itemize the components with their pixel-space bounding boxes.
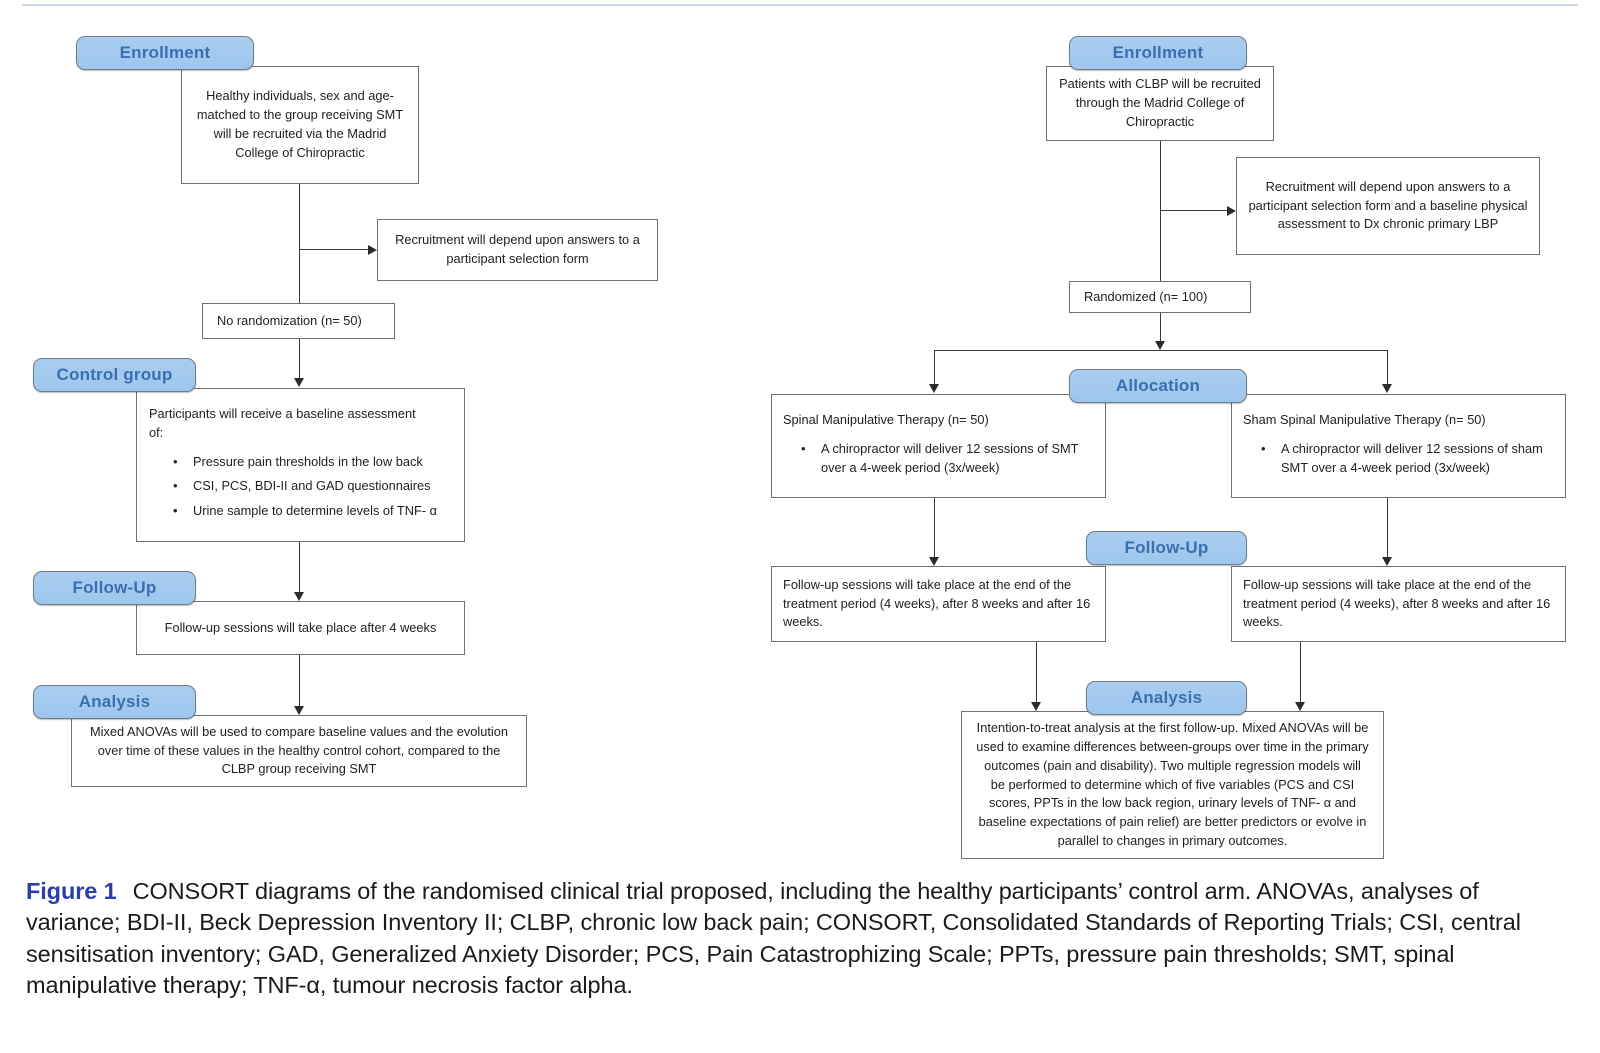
badge-right-allocation-label: Allocation bbox=[1115, 376, 1201, 395]
badge-left-follow-up: Follow-Up bbox=[33, 571, 196, 605]
badge-right-follow-up: Follow-Up bbox=[1086, 531, 1247, 565]
right-analysis-box: Intention-to-treat analysis at the first… bbox=[961, 711, 1384, 859]
figure-label: Figure 1 bbox=[26, 878, 117, 904]
left-arrow-to-followup bbox=[294, 592, 304, 601]
right-randomized-text: Randomized (n= 100) bbox=[1084, 288, 1208, 304]
right-arrow-to-sham bbox=[1382, 384, 1392, 393]
left-control-bullet-list: Pressure pain thresholds in the low back… bbox=[149, 452, 437, 525]
left-analysis-text: Mixed ANOVAs will be used to compare bas… bbox=[89, 723, 509, 777]
badge-left-analysis: Analysis bbox=[33, 685, 196, 719]
badge-left-enrollment-label: Enrollment bbox=[119, 43, 211, 62]
badge-left-analysis-label: Analysis bbox=[78, 692, 151, 711]
left-connector-to-recruitment bbox=[299, 249, 371, 251]
right-arrow-analysis-left bbox=[1031, 702, 1041, 711]
right-connector-random-down bbox=[1160, 313, 1162, 345]
page-top-rule bbox=[22, 4, 1578, 6]
right-followup-smt-text: Follow-up sessions will take place at th… bbox=[783, 576, 1091, 630]
badge-left-control-group-label: Control group bbox=[56, 365, 173, 384]
right-arrow-analysis-right bbox=[1295, 702, 1305, 711]
right-connector-followupsmt-to-analysis bbox=[1036, 642, 1038, 705]
right-split-left-leg bbox=[934, 350, 936, 388]
left-recruitment-box: Recruitment will depend upon answers to … bbox=[377, 219, 658, 281]
right-split-right-leg bbox=[1387, 350, 1389, 388]
left-arrow-to-control bbox=[294, 378, 304, 387]
right-allocation-sham-box: Sham Spinal Manipulative Therapy (n= 50)… bbox=[1231, 394, 1566, 498]
right-followup-sham-text: Follow-up sessions will take place at th… bbox=[1243, 576, 1551, 630]
right-recruitment-box: Recruitment will depend upon answers to … bbox=[1236, 157, 1540, 255]
left-followup-box: Follow-up sessions will take place after… bbox=[136, 601, 465, 655]
right-allocation-smt-list: A chiropractor will deliver 12 sessions … bbox=[783, 439, 1094, 480]
badge-right-allocation: Allocation bbox=[1069, 369, 1247, 403]
right-connector-smt-to-followup bbox=[934, 498, 936, 560]
right-allocation-sham-title: Sham Spinal Manipulative Therapy (n= 50) bbox=[1243, 412, 1486, 428]
right-arrow-random-split bbox=[1155, 341, 1165, 350]
right-enrollment-box: Patients with CLBP will be recruited thr… bbox=[1046, 66, 1274, 141]
right-allocation-sham-list: A chiropractor will deliver 12 sessions … bbox=[1243, 439, 1554, 480]
right-arrow-sham-followup bbox=[1382, 557, 1392, 566]
right-followup-smt-box: Follow-up sessions will take place at th… bbox=[771, 566, 1106, 642]
right-connector-sham-to-followup bbox=[1387, 498, 1389, 560]
left-arrow-to-recruitment bbox=[368, 245, 377, 255]
right-allocation-smt-box: Spinal Manipulative Therapy (n= 50) A ch… bbox=[771, 394, 1106, 498]
badge-right-analysis: Analysis bbox=[1086, 681, 1247, 715]
left-followup-text: Follow-up sessions will take place after… bbox=[164, 619, 437, 635]
right-arrow-smt-followup bbox=[929, 557, 939, 566]
figure-caption-text: CONSORT diagrams of the randomised clini… bbox=[26, 878, 1521, 998]
right-split-horizontal bbox=[934, 350, 1387, 352]
list-item: Pressure pain thresholds in the low back bbox=[173, 452, 437, 472]
right-randomized-box: Randomized (n= 100) bbox=[1069, 281, 1251, 313]
right-analysis-text: Intention-to-treat analysis at the first… bbox=[976, 719, 1369, 849]
badge-right-enrollment-label: Enrollment bbox=[1112, 43, 1204, 62]
right-connector-followupsham-to-analysis bbox=[1300, 642, 1302, 705]
list-item: CSI, PCS, BDI-II and GAD questionnaires bbox=[173, 476, 437, 496]
left-analysis-box: Mixed ANOVAs will be used to compare bas… bbox=[71, 715, 527, 787]
left-enrollment-text: Healthy individuals, sex and age-matched… bbox=[196, 88, 404, 160]
left-connector-norand-to-control bbox=[299, 339, 301, 381]
right-connector-to-recruitment bbox=[1160, 210, 1230, 212]
right-allocation-smt-title: Spinal Manipulative Therapy (n= 50) bbox=[783, 412, 989, 428]
left-control-box: Participants will receive a baseline ass… bbox=[136, 388, 465, 542]
badge-left-control-group: Control group bbox=[33, 358, 196, 392]
list-item: A chiropractor will deliver 12 sessions … bbox=[1261, 439, 1554, 477]
left-control-intro: Participants will receive a baseline ass… bbox=[149, 406, 416, 422]
list-item: Urine sample to determine levels of TNF-… bbox=[173, 501, 437, 521]
left-no-randomization-box: No randomization (n= 50) bbox=[202, 303, 395, 339]
badge-left-enrollment: Enrollment bbox=[76, 36, 254, 70]
left-enrollment-box: Healthy individuals, sex and age-matched… bbox=[181, 66, 419, 184]
badge-right-enrollment: Enrollment bbox=[1069, 36, 1247, 70]
badge-right-follow-up-label: Follow-Up bbox=[1124, 538, 1209, 557]
left-arrow-to-analysis bbox=[294, 706, 304, 715]
right-recruitment-text: Recruitment will depend upon answers to … bbox=[1248, 178, 1528, 232]
left-no-randomization-text: No randomization (n= 50) bbox=[217, 312, 362, 328]
right-enrollment-text: Patients with CLBP will be recruited thr… bbox=[1059, 76, 1261, 129]
left-recruitment-text: Recruitment will depend upon answers to … bbox=[395, 232, 640, 266]
right-arrow-to-recruitment bbox=[1227, 206, 1236, 216]
left-control-intro-2: of: bbox=[149, 425, 164, 441]
right-followup-sham-box: Follow-up sessions will take place at th… bbox=[1231, 566, 1566, 642]
left-connector-followup-to-analysis bbox=[299, 655, 301, 710]
list-item: A chiropractor will deliver 12 sessions … bbox=[801, 439, 1094, 477]
left-connector-control-to-followup bbox=[299, 542, 301, 596]
left-connector-enroll-to-norand bbox=[299, 184, 301, 303]
badge-right-analysis-label: Analysis bbox=[1130, 688, 1203, 707]
badge-left-follow-up-label: Follow-Up bbox=[72, 578, 157, 597]
right-arrow-to-smt bbox=[929, 384, 939, 393]
